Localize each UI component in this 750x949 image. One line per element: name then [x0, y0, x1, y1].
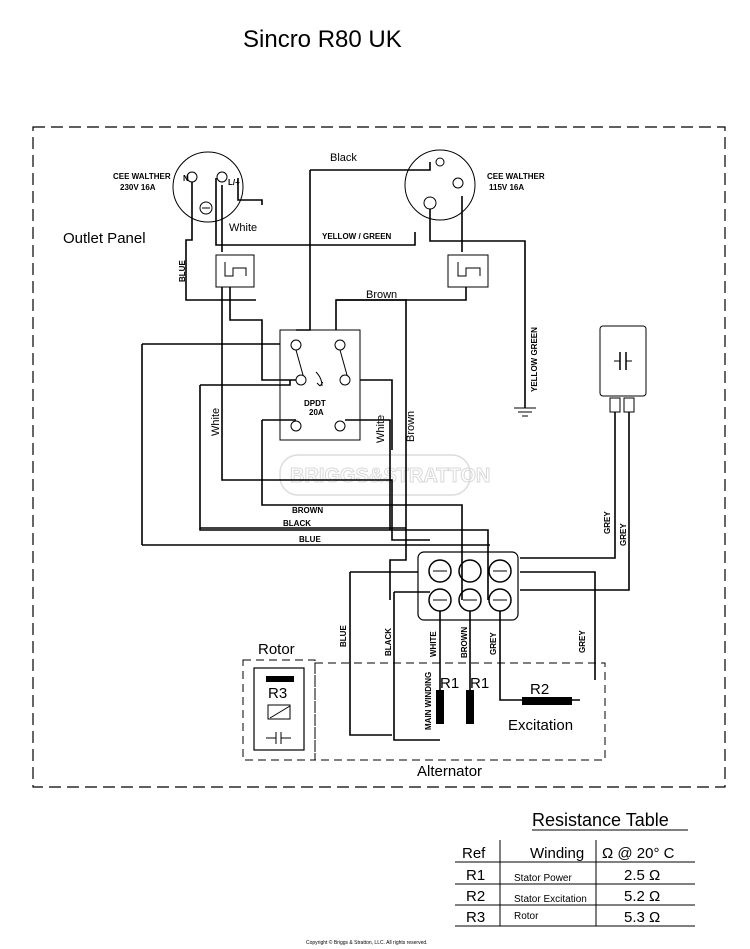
wire-yellow-green [429, 209, 526, 408]
switch-rating: 20A [309, 408, 324, 417]
outlet-230-rating: 230V 16A [120, 183, 156, 192]
r2-label: R2 [530, 681, 549, 698]
breaker-230v-symbol [224, 262, 247, 277]
wire-white-mid [221, 287, 430, 541]
wire-label-white-left: White [210, 408, 222, 436]
wire-label-brown-right: Brown [405, 411, 417, 442]
wire-grey-cap-2 [520, 412, 630, 591]
ground-symbol [514, 407, 536, 417]
capacitor [599, 325, 647, 413]
r1a-label: R1 [440, 675, 459, 692]
switch-type: DPDT [304, 399, 326, 408]
wire-switch-bottom-right [345, 419, 391, 530]
wire-black-top [296, 170, 311, 331]
wire-label-grey-alt: GREY [489, 632, 498, 655]
wire-label-yellow-green-v: YELLOW GREEN [530, 327, 539, 392]
winding-main [436, 690, 444, 724]
rotor-symbol [253, 667, 305, 751]
table-row-ref: R3 [466, 909, 485, 926]
terminal-block [417, 551, 519, 621]
watermark-badge [279, 454, 471, 496]
wire-white-right [360, 379, 393, 450]
alternator-frame [314, 662, 606, 761]
wire-230-live [221, 185, 296, 381]
wire-label-black-alt: BLACK [384, 628, 393, 656]
wire-grey-cap-1 [520, 412, 616, 559]
table-row-winding: Stator Excitation [514, 894, 587, 905]
wire-white-left-top [200, 380, 291, 386]
wire-label-blue-alt: BLUE [339, 625, 348, 647]
table-row-ref: R2 [466, 888, 485, 905]
wire-label-blue-v: BLUE [178, 260, 187, 282]
wire-label-grey-2: GREY [619, 523, 628, 546]
rotor-label: Rotor [258, 641, 295, 658]
wire-blue-alt [349, 571, 418, 736]
table-row-value: 2.5 Ω [624, 867, 660, 884]
wire-label-black-bundle: BLACK [283, 519, 311, 528]
wire-230-blue [185, 182, 256, 301]
outlet-230-l: L/+ [228, 178, 240, 187]
wire-label-brown-alt: BROWN [460, 627, 469, 658]
rotor-frame [242, 659, 316, 761]
outlet-230-name: CEE WALTHER [113, 172, 171, 181]
wire-230-white [215, 178, 416, 246]
wire-black-alt [393, 591, 440, 741]
copyright: Copyright © Briggs & Stratton, LLC. All … [306, 939, 428, 946]
wire-label-white-alt: WHITE [429, 631, 438, 657]
wire-label-brown: Brown [366, 289, 397, 301]
wire-115-brown [335, 196, 467, 330]
table-header-ref: Ref [462, 845, 486, 862]
outlet-230v: N L/+ [172, 151, 244, 223]
wire-black-top-link [310, 162, 431, 171]
table-row-value: 5.2 Ω [624, 888, 660, 905]
table-row-value: 5.3 Ω [624, 909, 660, 926]
wire-label-white: White [229, 222, 257, 234]
outlet-115-rating: 115V 16A [489, 183, 524, 192]
dpdt-switch [279, 329, 361, 441]
wire-grey-right [520, 571, 596, 680]
wire-label-brown-bundle: BROWN [292, 506, 323, 515]
breaker-115v [447, 254, 489, 288]
outlet-115-name: CEE WALTHER [487, 172, 545, 181]
wire-brown-right [336, 299, 407, 600]
alternator-label: Alternator [417, 763, 482, 780]
excitation-label: Excitation [508, 717, 573, 734]
wire-label-blue-bundle: BLUE [299, 535, 321, 544]
outlet-panel-label: Outlet Panel [63, 230, 146, 247]
rotor-ref: R3 [268, 685, 287, 702]
wire-label-black: Black [330, 152, 357, 164]
outlet-230-n: N [183, 174, 189, 183]
breaker-115v-symbol [457, 262, 481, 277]
page-title: Sincro R80 UK [243, 26, 402, 53]
table-header-winding: Winding [530, 845, 584, 862]
outlet-115v [404, 149, 476, 221]
table-row-winding: Stator Power [514, 873, 572, 884]
wire-label-grey-right: GREY [578, 630, 587, 653]
outlet-panel-frame [32, 126, 726, 788]
wire-label-yellow-green: YELLOW / GREEN [322, 232, 392, 241]
wire-bundle-black [199, 528, 489, 600]
breaker-230v [215, 254, 255, 288]
table-row-ref: R1 [466, 867, 485, 884]
table-header-unit: Ω @ 20° C [602, 845, 675, 862]
wire-label-grey-1: GREY [603, 511, 612, 534]
table-row-winding: Rotor [514, 911, 539, 922]
winding-r1 [466, 690, 474, 724]
r1b-label: R1 [470, 675, 489, 692]
main-winding-label: MAIN WINDING [424, 672, 433, 730]
wire-label-white-right: White [375, 415, 387, 443]
winding-r2 [522, 697, 572, 705]
resistance-table [455, 840, 695, 927]
resistance-table-title: Resistance Table [532, 810, 669, 830]
